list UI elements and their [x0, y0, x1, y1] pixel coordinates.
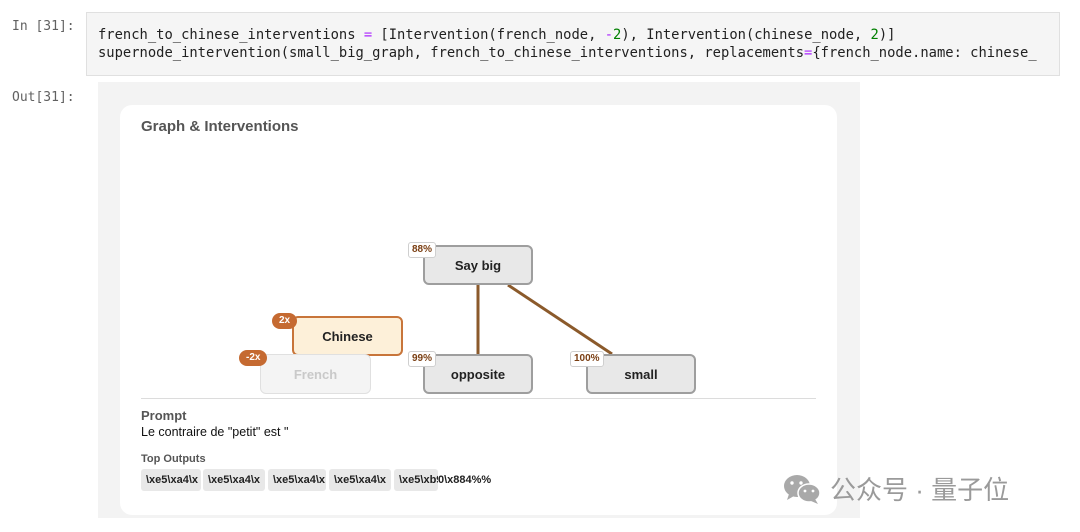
output-chip: \xe5\xa4\x: [329, 469, 391, 491]
node-say-big[interactable]: Say big: [423, 245, 533, 285]
node-french[interactable]: French: [260, 354, 371, 394]
top-outputs-label: Top Outputs: [141, 453, 206, 465]
in-prompt-label: In [31]:: [12, 19, 75, 34]
divider: [141, 398, 816, 399]
pct-badge-say-big: 88%: [408, 242, 437, 258]
watermark: 公众号 · 量子位: [782, 470, 1009, 507]
output-tail: 0\x884%%: [438, 474, 492, 486]
out-prompt-label: Out[31]:: [12, 90, 75, 105]
wechat-icon: [784, 474, 821, 504]
pct-badge-small: 100%: [570, 351, 604, 367]
intervention-badge-chinese: 2x: [272, 313, 298, 329]
node-chinese[interactable]: Chinese: [292, 316, 403, 356]
watermark-text: 公众号 · 量子位: [830, 475, 1010, 505]
node-small[interactable]: small: [586, 354, 696, 394]
output-chip: \xe5\xb9: [394, 469, 438, 491]
output-chip: \xe5\xa4\x: [268, 469, 326, 491]
code-cell[interactable]: french_to_chinese_interventions = [Inter…: [86, 12, 1060, 76]
prompt-text: Le contraire de "petit" est ": [141, 425, 289, 439]
output-chip: \xe5\xa4\x: [141, 469, 201, 491]
code-line: french_to_chinese_interventions = [Inter…: [98, 27, 896, 43]
prompt-label: Prompt: [141, 408, 187, 423]
graph-title: Graph & Interventions: [141, 118, 299, 135]
intervention-badge-french: -2x: [239, 350, 268, 366]
code-line: supernode_intervention(small_big_graph, …: [98, 45, 1037, 61]
top-outputs-list: \xe5\xa4\x \xe5\xa4\x \xe5\xa4\x \xe5\xa…: [141, 469, 521, 491]
output-chip: \xe5\xa4\x: [203, 469, 265, 491]
pct-badge-opposite: 99%: [408, 351, 437, 367]
edge-small-say-big: [507, 283, 613, 356]
node-opposite[interactable]: opposite: [423, 354, 533, 394]
